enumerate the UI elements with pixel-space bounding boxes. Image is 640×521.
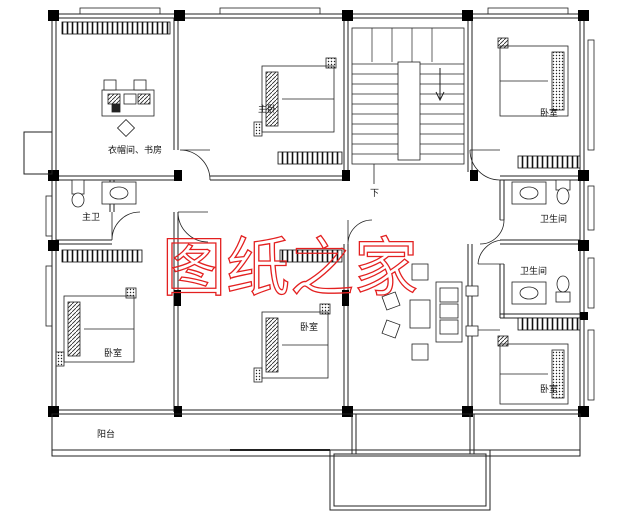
structural-columns	[48, 10, 589, 417]
bathroom-1-label: 卫生间	[540, 213, 567, 225]
bed-master	[253, 57, 337, 137]
bedroom-ne-label: 卧室	[540, 107, 558, 119]
window-strips	[45, 7, 595, 401]
bed-center	[253, 303, 331, 383]
stairwell	[351, 27, 465, 165]
bed-sw	[55, 287, 137, 367]
interior-walls	[56, 18, 580, 412]
watermark: 图纸之家	[162, 232, 418, 306]
bathroom-2-label: 卫生间	[520, 265, 547, 277]
bed-se	[497, 335, 569, 405]
beds	[55, 37, 569, 405]
bedroom-center-label: 卧室	[300, 321, 318, 333]
stair-direction-label: 下	[370, 189, 379, 199]
master-bath-label: 主卫	[82, 211, 100, 223]
balcony-label: 阳台	[97, 428, 115, 440]
bed-ne	[497, 37, 569, 117]
bedroom-se-label: 卧室	[540, 383, 558, 395]
balcony	[51, 413, 581, 511]
closet-units	[61, 21, 581, 331]
door-swings	[111, 149, 505, 331]
stair-arrow	[435, 68, 445, 102]
bay-window-left	[23, 131, 53, 175]
study-desk	[101, 79, 155, 138]
stair-treads	[352, 28, 464, 155]
cloakroom-study-label: 衣帽间、书房	[108, 144, 162, 156]
bathroom-fixtures	[71, 179, 571, 305]
master-bedroom-label: 主卧	[258, 103, 276, 115]
sofa-set	[381, 263, 479, 361]
bedroom-sw-label: 卧室	[104, 347, 122, 359]
